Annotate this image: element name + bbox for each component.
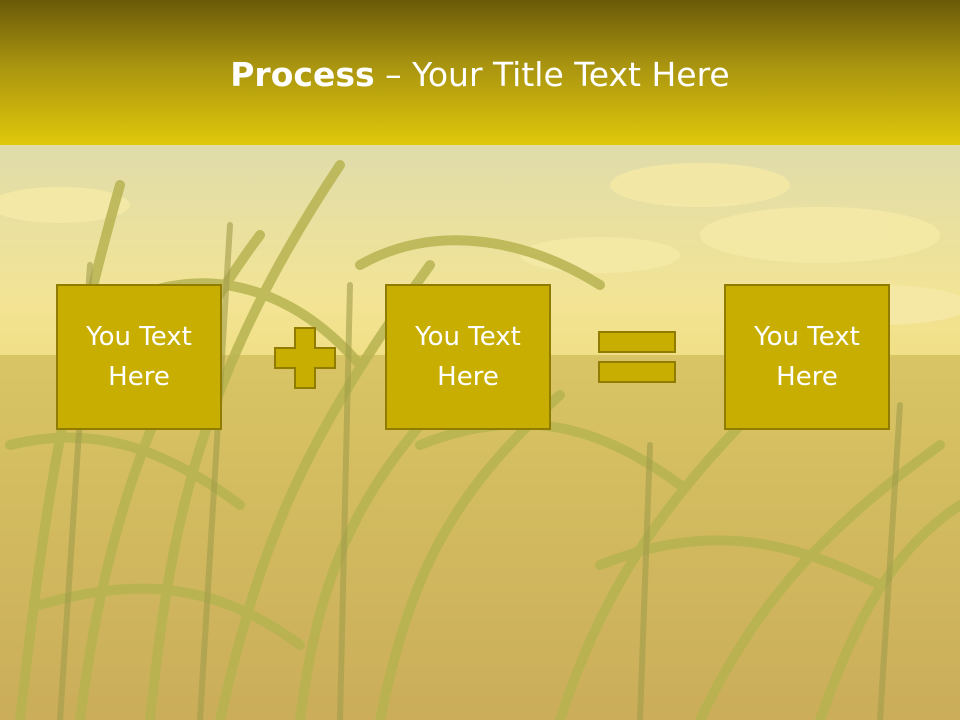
slide-title: Process – Your Title Text Here [0, 52, 960, 98]
process-box-2-text: You Text Here [415, 322, 521, 392]
equals-icon [598, 331, 676, 383]
process-box-3-text: You Text Here [754, 322, 860, 392]
title-bar: Process – Your Title Text Here [0, 0, 960, 145]
plus-icon [274, 327, 336, 389]
title-rest-part: – Your Title Text Here [374, 55, 730, 94]
cornfield-illustration [0, 145, 960, 720]
process-box-2[interactable]: You Text Here [385, 284, 551, 430]
process-box-1-text: You Text Here [86, 322, 192, 392]
process-box-1[interactable]: You Text Here [56, 284, 222, 430]
yellow-overlay [0, 145, 960, 720]
title-bold-part: Process [230, 55, 375, 94]
cornfield-background-image [0, 145, 960, 720]
process-box-3[interactable]: You Text Here [724, 284, 890, 430]
